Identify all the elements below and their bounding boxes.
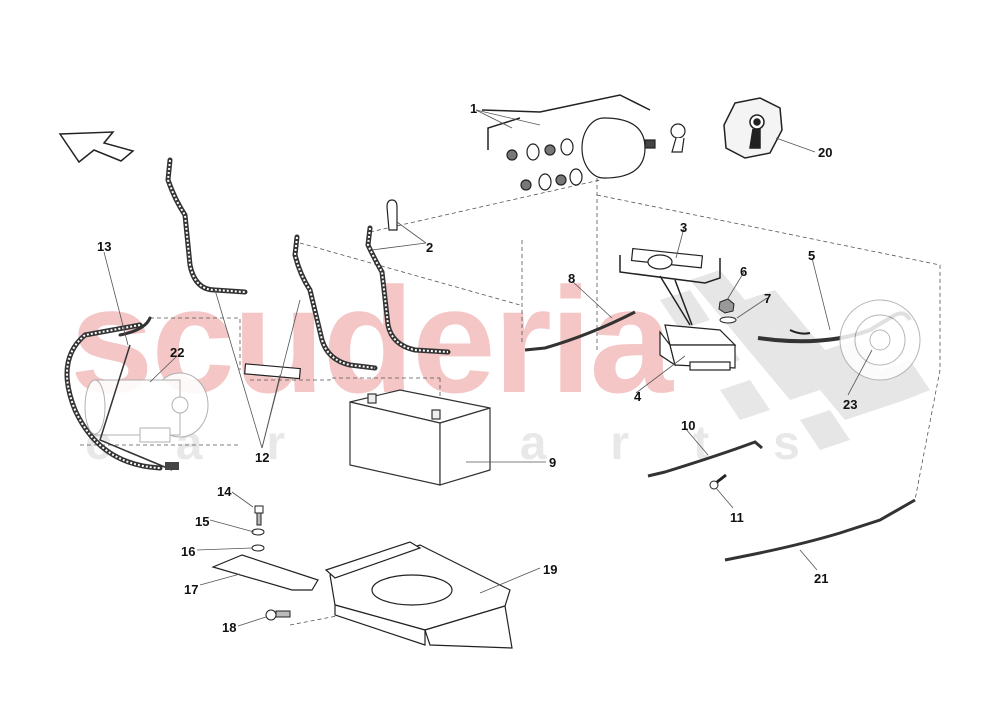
part-2-terminal-cap (386, 199, 398, 231)
part-21-cable (724, 498, 916, 562)
callout-21[interactable]: 21 (814, 571, 829, 586)
callout-23[interactable]: 23 (843, 397, 858, 412)
callout-16[interactable]: 16 (181, 544, 196, 559)
part-12-connector-bar (244, 363, 301, 380)
callout-8[interactable]: 8 (568, 271, 576, 286)
callout-17[interactable]: 17 (184, 582, 199, 597)
callout-5[interactable]: 5 (808, 248, 816, 263)
callout-19[interactable]: 19 (543, 562, 558, 577)
part-19-battery-tray (324, 541, 513, 649)
part-1-switch-assembly (481, 94, 686, 191)
part-4-fuse-box (659, 324, 737, 371)
part-11-screw (709, 473, 727, 490)
callout-20[interactable]: 20 (818, 145, 833, 160)
callout-10[interactable]: 10 (681, 418, 696, 433)
part-18-screw (265, 609, 291, 621)
part-14-16-hardware (251, 505, 265, 552)
callout-11[interactable]: 11 (730, 510, 744, 525)
callout-14[interactable]: 14 (217, 484, 232, 499)
callout-2[interactable]: 2 (426, 240, 434, 255)
part-8-ground-strap (524, 310, 636, 352)
callout-13[interactable]: 13 (97, 239, 112, 254)
callout-6[interactable]: 6 (740, 264, 748, 279)
callout-1[interactable]: 1 (470, 101, 478, 116)
callout-12[interactable]: 12 (255, 450, 270, 465)
part-7-washer (719, 316, 737, 324)
callout-22[interactable]: 22 (170, 345, 185, 360)
front-direction-arrow (58, 131, 135, 164)
callout-9[interactable]: 9 (549, 455, 557, 470)
callout-18[interactable]: 18 (222, 620, 237, 635)
part-9-battery (349, 389, 491, 486)
callout-4[interactable]: 4 (634, 389, 642, 404)
part-20-switch-cover (723, 97, 783, 159)
part-10-ground-cable (647, 440, 763, 478)
callout-3[interactable]: 3 (680, 220, 688, 235)
part-23-alternator (839, 299, 921, 381)
callout-15[interactable]: 15 (195, 514, 210, 529)
part-22-starter-motor (84, 372, 209, 443)
part-3-fuse-link (619, 247, 721, 284)
part-17-battery-clamp (211, 554, 319, 591)
callout-7[interactable]: 7 (764, 291, 772, 306)
